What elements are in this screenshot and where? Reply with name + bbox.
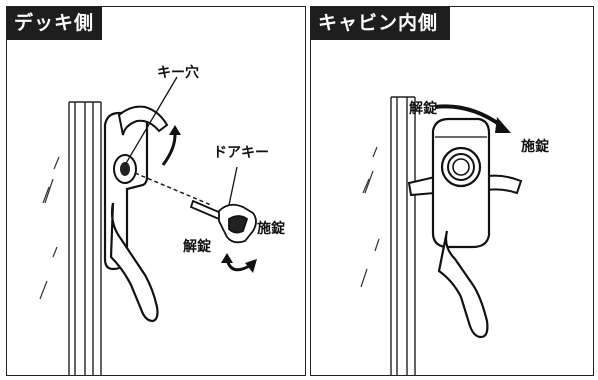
unlock-label: 解錠 <box>183 239 211 255</box>
keyhole-label: キー穴 <box>157 65 199 81</box>
door-key-label: ドアキー <box>213 145 269 161</box>
lever-arrow <box>161 134 177 166</box>
lock-label: 施錠 <box>257 221 285 237</box>
deck-side-illustration <box>39 76 257 375</box>
deck-side-title: デッキ側 <box>7 7 103 40</box>
deck-side-panel: デッキ側 <box>6 6 306 376</box>
cabin-side-illustration <box>360 96 523 375</box>
glass-reflection <box>360 146 380 288</box>
door-handle <box>437 230 489 339</box>
cabin-side-title: キャビン内側 <box>311 7 451 40</box>
cabin-side-panel: キャビン内側 解錠 施錠 <box>310 6 594 376</box>
door-frame <box>390 96 416 375</box>
side-tab-left <box>407 175 436 197</box>
glass-reflection <box>39 156 60 300</box>
door-key <box>189 199 257 244</box>
door-handle <box>109 202 159 323</box>
unlock-label: 解錠 <box>409 101 437 117</box>
door-frame <box>68 101 102 375</box>
lock-label: 施錠 <box>521 139 549 155</box>
